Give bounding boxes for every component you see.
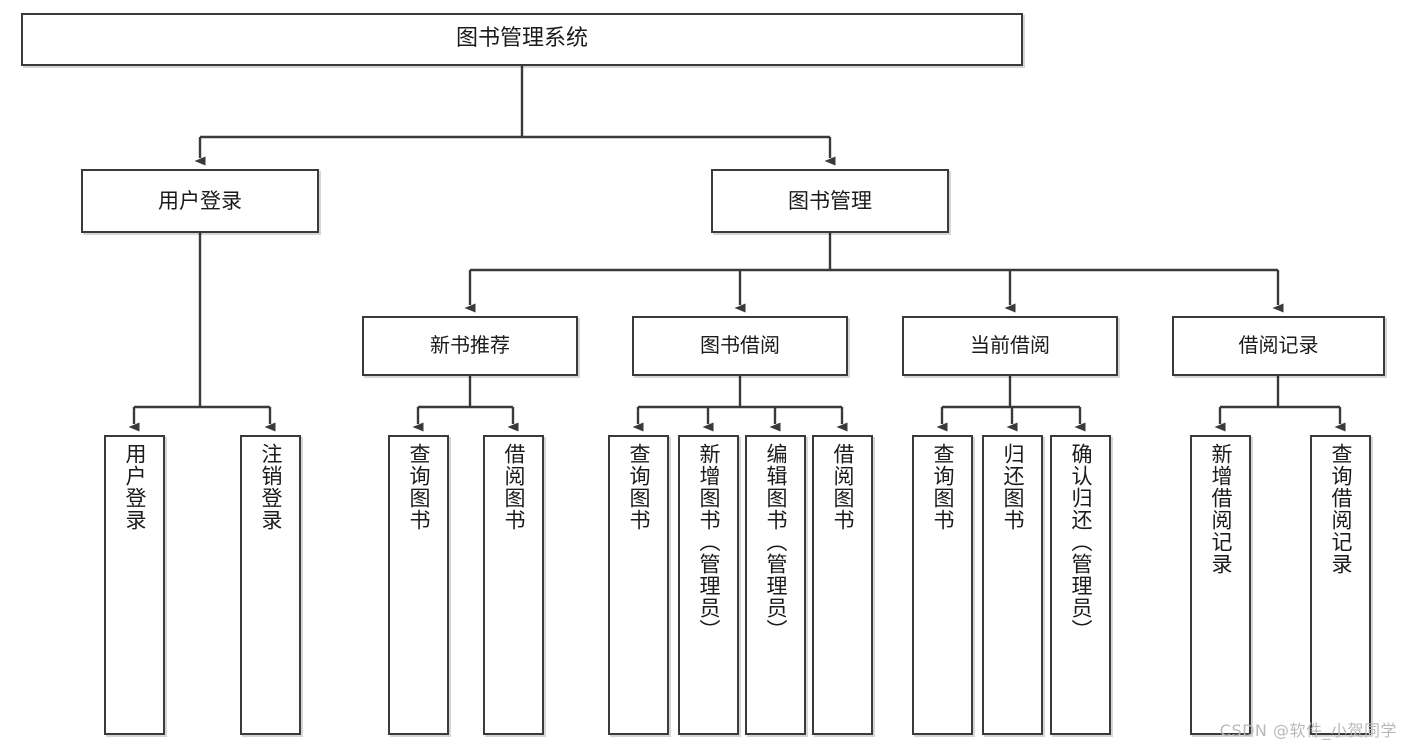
node-leaf-borrow-book-1[interactable]: 借阅图书 [483,435,544,735]
node-book-manage[interactable]: 图书管理 [711,169,949,233]
node-borrow-record-label: 借阅记录 [1238,333,1319,358]
node-leaf-logout-login[interactable]: 注销登录 [240,435,301,735]
node-leaf-user-login[interactable]: 用户登录 [104,435,165,735]
node-new-book-recommend-label: 新书推荐 [430,333,510,358]
node-leaf-edit-book-admin-label: 编辑图书（管理员） [764,443,788,641]
node-leaf-borrow-book-1-label: 借阅图书 [502,443,526,531]
node-book-manage-label: 图书管理 [788,188,872,213]
node-leaf-add-book-admin-label: 新增图书（管理员） [697,443,721,641]
node-leaf-edit-book-admin[interactable]: 编辑图书（管理员） [745,435,806,735]
node-leaf-query-book-2[interactable]: 查询图书 [608,435,669,735]
node-leaf-add-borrow-record-label: 新增借阅记录 [1209,443,1233,575]
node-leaf-query-borrow-record-label: 查询借阅记录 [1329,443,1353,575]
node-current-borrow[interactable]: 当前借阅 [902,316,1118,376]
node-leaf-borrow-book-2-label: 借阅图书 [831,443,855,531]
node-leaf-confirm-return-label: 确认归还（管理员） [1069,443,1093,641]
node-leaf-return-book-label: 归还图书 [1001,443,1025,531]
node-leaf-query-book-2-label: 查询图书 [627,443,651,531]
node-leaf-query-borrow-record[interactable]: 查询借阅记录 [1310,435,1371,735]
node-book-borrow[interactable]: 图书借阅 [632,316,848,376]
node-leaf-confirm-return[interactable]: 确认归还（管理员） [1050,435,1111,735]
node-leaf-borrow-book-2[interactable]: 借阅图书 [812,435,873,735]
node-user-login-label: 用户登录 [158,188,242,213]
node-leaf-return-book[interactable]: 归还图书 [982,435,1043,735]
node-leaf-query-book-3-label: 查询图书 [931,443,955,531]
node-leaf-add-book-admin[interactable]: 新增图书（管理员） [678,435,739,735]
node-leaf-query-book-3[interactable]: 查询图书 [912,435,973,735]
node-root-label: 图书管理系统 [455,26,588,52]
node-leaf-query-book-1[interactable]: 查询图书 [388,435,449,735]
node-leaf-add-borrow-record[interactable]: 新增借阅记录 [1190,435,1251,735]
node-new-book-recommend[interactable]: 新书推荐 [362,316,578,376]
node-user-login[interactable]: 用户登录 [81,169,319,233]
node-book-borrow-label: 图书借阅 [700,333,780,358]
node-borrow-record[interactable]: 借阅记录 [1172,316,1385,376]
node-current-borrow-label: 当前借阅 [970,333,1050,358]
node-root[interactable]: 图书管理系统 [21,13,1023,66]
node-leaf-query-book-1-label: 查询图书 [407,443,431,531]
watermark: CSDN @软件_小贺同学 [1219,721,1397,740]
node-leaf-user-login-label: 用户登录 [123,443,147,531]
node-leaf-logout-login-label: 注销登录 [259,443,283,531]
